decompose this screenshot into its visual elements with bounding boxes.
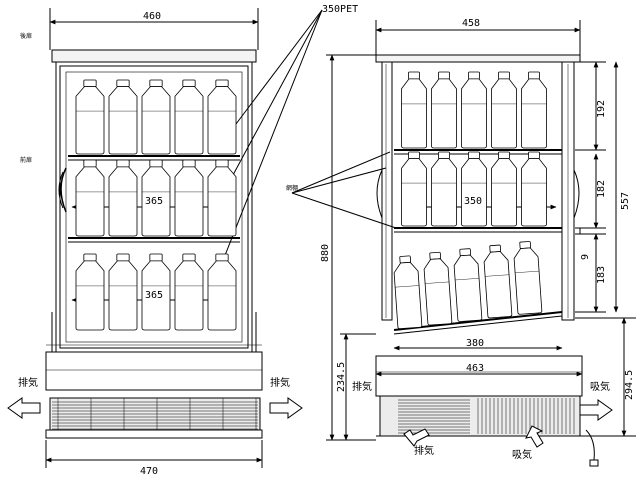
shelf-gap: 9 bbox=[580, 254, 591, 260]
bottle bbox=[75, 79, 105, 155]
front-bottles bbox=[75, 79, 237, 331]
shelf-label: 網棚 bbox=[286, 184, 298, 192]
shelf2-spacing: 182 bbox=[596, 180, 607, 198]
bottle bbox=[75, 159, 105, 237]
bottle bbox=[174, 159, 204, 237]
shelf3-spacing: 183 bbox=[596, 266, 607, 284]
front-view bbox=[7, 8, 323, 468]
bottle bbox=[108, 159, 138, 237]
side-base-depth: 463 bbox=[466, 363, 484, 374]
bottle bbox=[461, 151, 487, 227]
side-intake-right-label: 吸気 bbox=[590, 380, 610, 393]
bottle bbox=[207, 79, 237, 155]
bottle bbox=[521, 71, 547, 149]
bottle bbox=[453, 248, 483, 322]
front-width-top: 460 bbox=[143, 11, 161, 22]
front-shelf-width: 365 bbox=[145, 196, 163, 207]
bottle bbox=[513, 241, 543, 315]
side-depth-top: 458 bbox=[462, 18, 480, 29]
front-width-bottom: 470 bbox=[140, 466, 158, 477]
bottle bbox=[108, 253, 138, 331]
side-bottom-shelf-depth: 380 bbox=[466, 338, 484, 349]
bottle bbox=[521, 151, 547, 227]
base-height-right: 294.5 bbox=[624, 370, 635, 400]
bottle bbox=[141, 159, 171, 237]
side-intake-bottom-label: 吸気 bbox=[512, 448, 532, 461]
total-height: 880 bbox=[320, 244, 331, 262]
bottle bbox=[108, 79, 138, 155]
bottle bbox=[174, 79, 204, 155]
side-exhaust-bottom-label: 排気 bbox=[414, 444, 434, 457]
front-door-label: 前扉 bbox=[20, 156, 32, 164]
bottle bbox=[75, 253, 105, 331]
front-exhaust-right-label: 排気 bbox=[270, 376, 290, 389]
front-exhaust-left-label: 排気 bbox=[18, 376, 38, 389]
bottle bbox=[483, 244, 513, 319]
rear-door-label: 後扉 bbox=[20, 32, 32, 40]
bottle bbox=[491, 151, 517, 227]
bottle bbox=[207, 253, 237, 331]
side-shelf-depth: 350 bbox=[464, 196, 482, 207]
side-bottles bbox=[393, 71, 547, 330]
bottle bbox=[431, 151, 457, 227]
bottle bbox=[174, 253, 204, 331]
bottle bbox=[491, 71, 517, 149]
bottle bbox=[401, 151, 427, 227]
bottle bbox=[431, 71, 457, 149]
bottle bbox=[393, 255, 423, 330]
bottle bbox=[423, 251, 453, 326]
bottle bbox=[401, 71, 427, 149]
bottle bbox=[207, 159, 237, 237]
side-exhaust-left-label: 排気 bbox=[352, 380, 372, 393]
interior-height: 557 bbox=[620, 192, 631, 210]
base-height: 234.5 bbox=[336, 362, 347, 392]
bottle bbox=[141, 79, 171, 155]
bottle bbox=[461, 71, 487, 149]
bottle bbox=[141, 253, 171, 331]
front-shelf-width-lower: 365 bbox=[145, 290, 163, 301]
pet-label: 350PET bbox=[322, 4, 358, 15]
shelf1-spacing: 192 bbox=[596, 100, 607, 118]
side-view bbox=[291, 20, 636, 467]
